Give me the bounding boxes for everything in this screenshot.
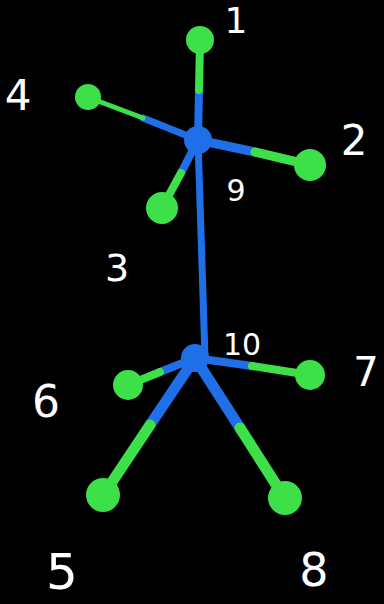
atom-center xyxy=(181,344,209,372)
callout-number: 7 xyxy=(353,352,378,392)
atom-center xyxy=(184,126,212,154)
atom xyxy=(86,478,120,512)
atom xyxy=(146,192,178,224)
callout-number: 3 xyxy=(105,249,129,287)
callout-number: 5 xyxy=(46,547,78,597)
atom xyxy=(186,26,214,54)
callout-number: 8 xyxy=(299,547,328,593)
bond xyxy=(198,140,205,358)
callout-number: 9 xyxy=(226,176,245,206)
atom xyxy=(295,360,325,390)
callout-number: 1 xyxy=(225,3,248,39)
atom xyxy=(268,481,302,515)
atom xyxy=(113,370,143,400)
callout-number: 10 xyxy=(223,330,261,360)
atom xyxy=(75,84,101,110)
atom xyxy=(294,149,326,181)
callout-number: 2 xyxy=(341,120,368,162)
callout-number: 6 xyxy=(32,380,60,424)
callout-number: 4 xyxy=(5,75,32,117)
